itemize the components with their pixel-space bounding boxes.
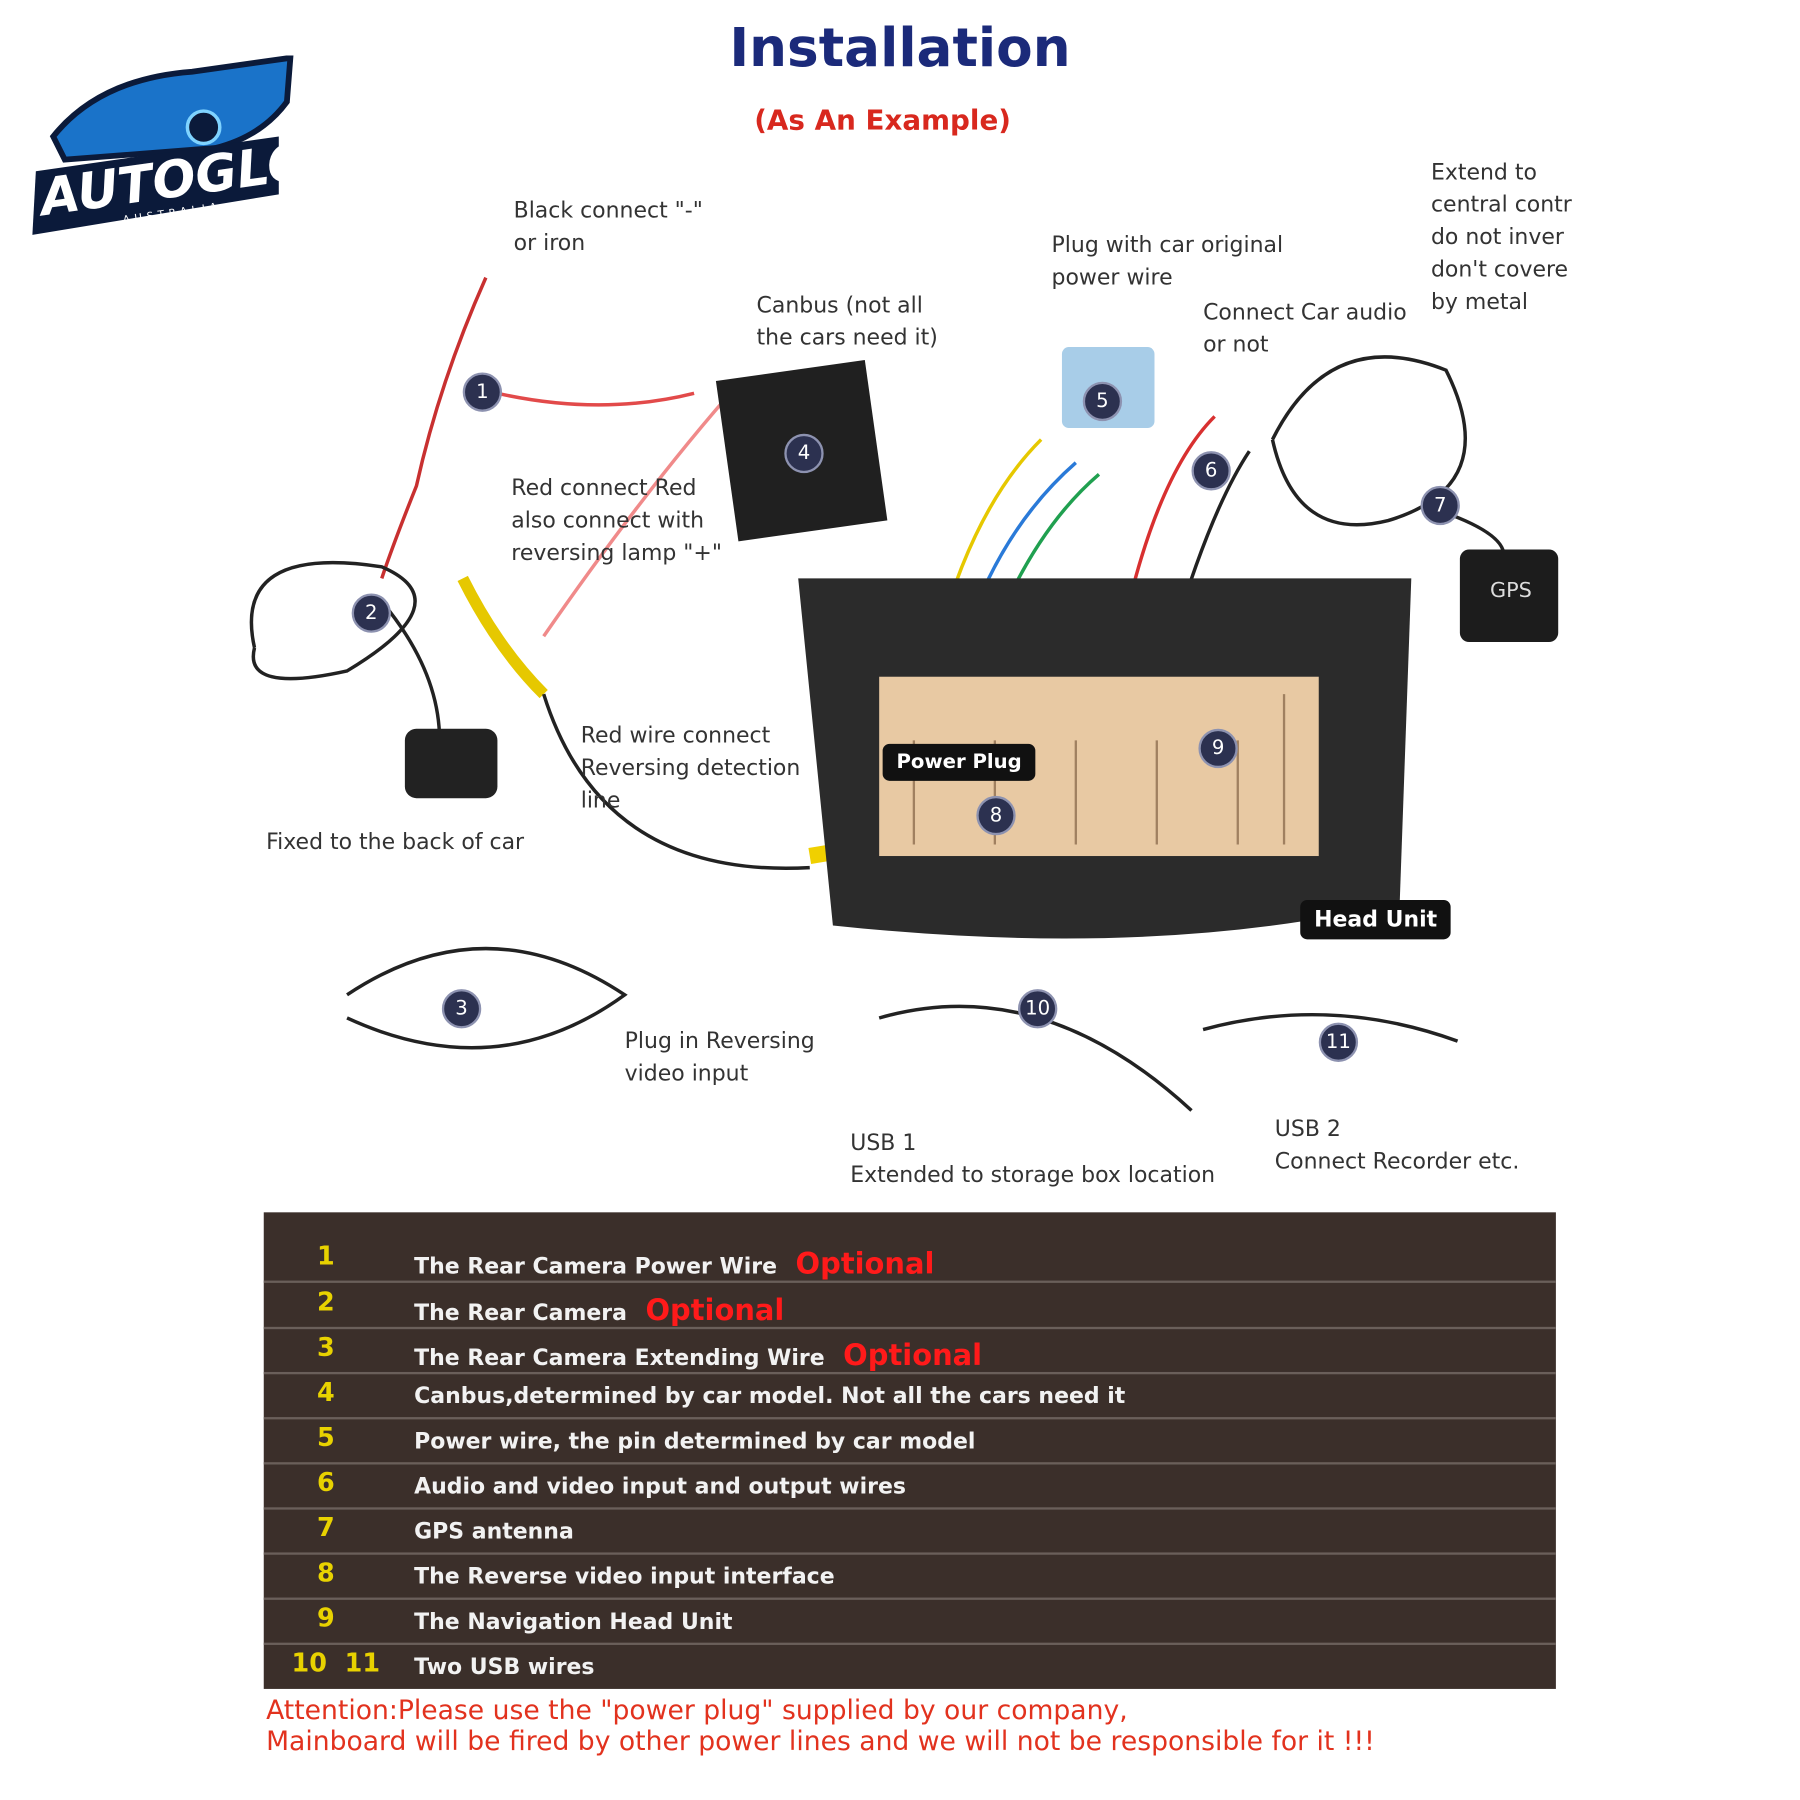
callout-7: 7 bbox=[1420, 485, 1460, 526]
table-row: 3 The Rear Camera Extending Wire Optional bbox=[263, 1329, 1556, 1375]
page-subtitle: (As An Example) bbox=[754, 104, 1011, 137]
row-number: 5 bbox=[316, 1424, 335, 1453]
callout-2: 2 bbox=[351, 593, 391, 633]
table-row: 6 Audio and video input and output wires bbox=[263, 1465, 1556, 1510]
callout-9: 9 bbox=[1198, 728, 1238, 769]
logo: AUTOGLO AUSTRALIA bbox=[30, 55, 314, 241]
label-extend: Extend to central contr do not inver don… bbox=[1430, 159, 1572, 315]
label-red-wire: Red wire connect Reversing detection lin… bbox=[580, 723, 801, 814]
table-row: 4 Canbus,determined by car model. Not all… bbox=[263, 1374, 1556, 1420]
gps-label: GPS bbox=[1489, 578, 1532, 603]
table-row: 5 Power wire, the pin determined by car m… bbox=[263, 1419, 1556, 1465]
optional-badge: Optional bbox=[645, 1293, 785, 1327]
label-plug-power: Plug with car original power wire bbox=[1051, 232, 1284, 291]
head-unit-tag: Head Unit bbox=[1300, 899, 1452, 940]
callout-6: 6 bbox=[1191, 451, 1231, 491]
table-row: 7 GPS antenna bbox=[263, 1510, 1556, 1555]
callout-1: 1 bbox=[462, 372, 503, 412]
label-canbus: Canbus (not all the cars need it) bbox=[756, 292, 938, 351]
callout-8: 8 bbox=[976, 795, 1016, 836]
row-number: 8 bbox=[316, 1559, 335, 1589]
label-usb2: USB 2 Connect Recorder etc. bbox=[1274, 1116, 1520, 1175]
row-number: 9 bbox=[316, 1604, 335, 1634]
car-logo-icon bbox=[32, 55, 294, 235]
label-usb1: USB 1 Extended to storage box location bbox=[850, 1130, 1216, 1189]
power-plug-tag: Power Plug bbox=[882, 743, 1036, 781]
row-number: 1 bbox=[316, 1242, 335, 1272]
label-car-audio: Connect Car audio or not bbox=[1203, 299, 1407, 358]
table-row: 1 The Rear Camera Power Wire Optional bbox=[263, 1238, 1556, 1283]
row-number: 2 bbox=[316, 1288, 335, 1318]
label-red-connect: Red connect Red also connect with revers… bbox=[511, 475, 722, 566]
label-fixed-back: Fixed to the back of car bbox=[266, 829, 525, 855]
callout-10: 10 bbox=[1017, 989, 1058, 1029]
row-text: The Reverse video input interface bbox=[414, 1563, 835, 1590]
row-text: The Navigation Head Unit bbox=[414, 1609, 733, 1635]
row-text: Two USB wires bbox=[414, 1654, 595, 1680]
row-number: 7 bbox=[316, 1514, 335, 1544]
callout-3: 3 bbox=[441, 989, 482, 1029]
table-row: 9 The Navigation Head Unit bbox=[263, 1600, 1556, 1645]
row-number: 3 bbox=[316, 1333, 335, 1363]
callout-4: 4 bbox=[784, 433, 824, 474]
callout-11: 11 bbox=[1318, 1022, 1359, 1062]
table-row: 2 The Rear Camera Optional bbox=[263, 1284, 1556, 1330]
page-title: Installation bbox=[729, 16, 1071, 79]
row-text: The Rear Camera Power Wire bbox=[414, 1253, 778, 1280]
row-text: Canbus,determined by car model. Not all … bbox=[414, 1383, 1126, 1409]
table-row: 8 The Reverse video input interface bbox=[263, 1555, 1556, 1600]
row-number: 4 bbox=[316, 1378, 335, 1408]
row-number: 6 bbox=[316, 1469, 335, 1499]
row-text: GPS antenna bbox=[414, 1518, 574, 1545]
attention-note: Attention:Please use the "power plug" su… bbox=[266, 1695, 1375, 1758]
row-text: The Rear Camera Extending Wire bbox=[414, 1345, 825, 1371]
row-number: 10 11 bbox=[291, 1649, 381, 1679]
label-plug-in-reversing: Plug in Reversing video input bbox=[624, 1028, 815, 1087]
optional-badge: Optional bbox=[843, 1338, 983, 1372]
table-row: 10 11 Two USB wires bbox=[264, 1645, 1556, 1688]
optional-badge: Optional bbox=[795, 1247, 935, 1281]
row-text: Power wire, the pin determined by car mo… bbox=[414, 1428, 976, 1455]
row-text: The Rear Camera bbox=[414, 1300, 627, 1326]
callout-5: 5 bbox=[1082, 381, 1123, 422]
label-black-connect: Black connect "-" or iron bbox=[513, 197, 703, 256]
row-text: Audio and video input and output wires bbox=[414, 1473, 906, 1500]
